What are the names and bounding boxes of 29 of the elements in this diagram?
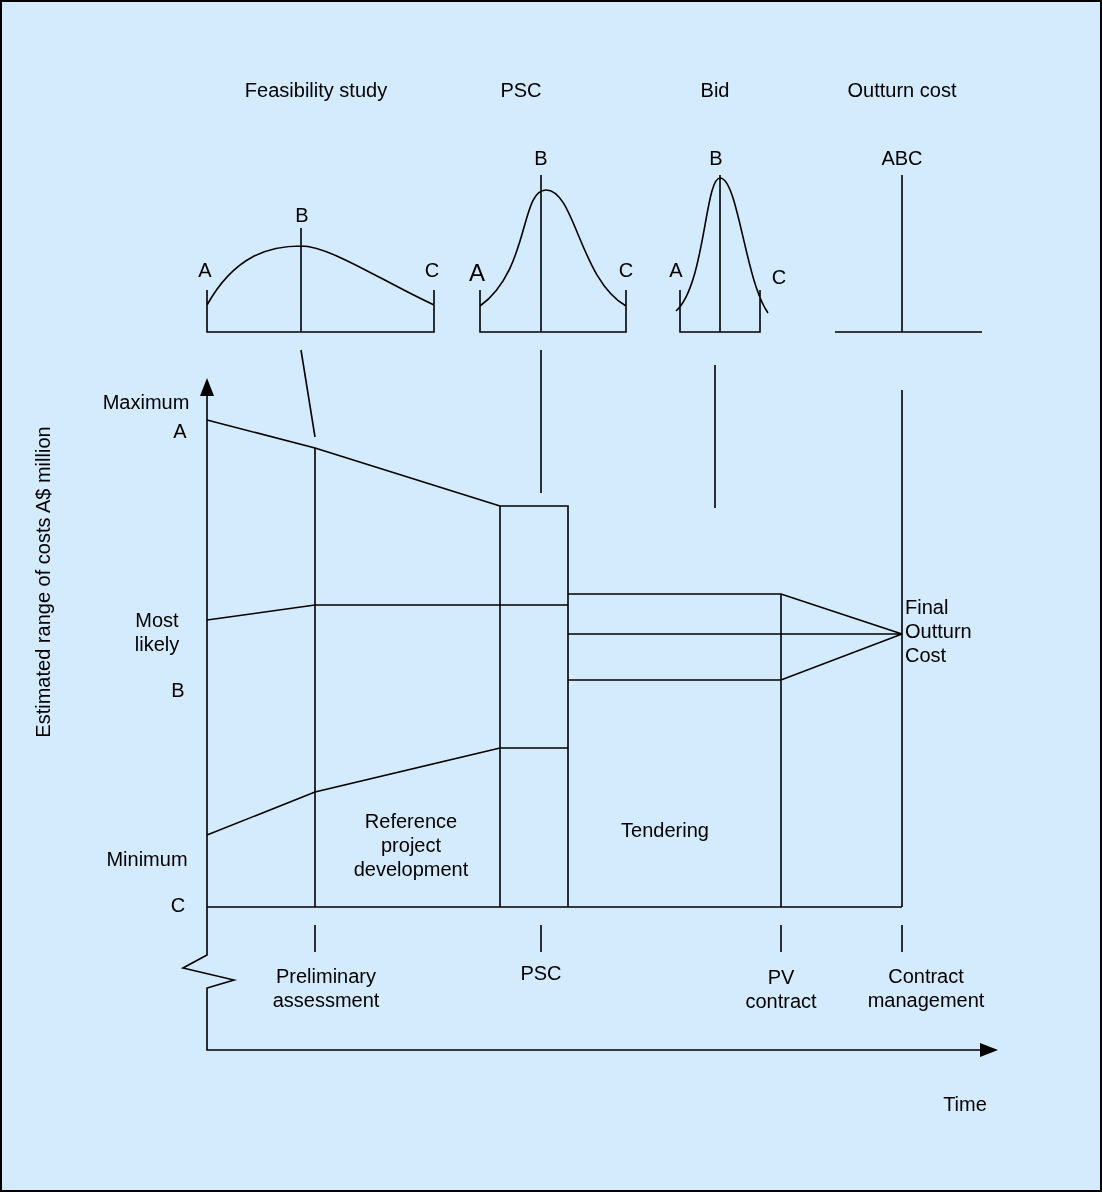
stage-heading: Bid: [700, 78, 730, 102]
curve-point-label: B: [709, 146, 723, 170]
curve-point-label: ABC: [881, 146, 923, 170]
curve-point-label: C: [618, 258, 634, 282]
axis-title: Time: [943, 1092, 987, 1116]
axis-value-label: A: [173, 419, 187, 443]
curve-point-label: C: [424, 258, 440, 282]
stage-heading: Feasibility study: [244, 78, 388, 102]
axis-value-label: B: [171, 678, 185, 702]
curve-point-label: B: [295, 203, 309, 227]
axis-title: Estimated range of costs A$ million: [31, 426, 55, 738]
stage-heading: Outturn cost: [847, 78, 957, 102]
phase-label: Reference project development: [352, 809, 470, 881]
axis-value-label: Most likely: [133, 608, 181, 656]
stage-heading: PSC: [500, 78, 542, 102]
annotation-label: Final Outturn Cost: [905, 595, 973, 667]
milestone-label: PSC: [520, 961, 562, 985]
milestone-label: PV contract: [744, 965, 818, 1013]
curve-point-label: B: [534, 146, 548, 170]
curve-point-label: A: [469, 258, 485, 288]
phase-label: Tendering: [621, 818, 709, 842]
axis-value-label: C: [170, 893, 186, 917]
milestone-label: Contract management: [866, 964, 986, 1012]
axis-value-label: Maximum: [102, 390, 190, 414]
curve-point-label: C: [771, 265, 787, 289]
axis-value-label: Minimum: [106, 847, 188, 871]
curve-point-label: A: [198, 258, 212, 282]
milestone-label: Preliminary assessment: [271, 964, 381, 1012]
curve-point-label: A: [669, 258, 683, 282]
